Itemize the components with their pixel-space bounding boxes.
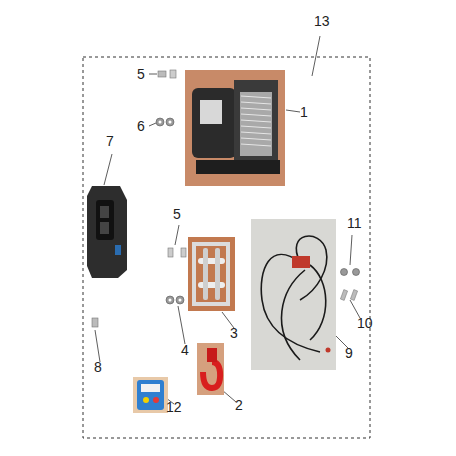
harness-photo xyxy=(251,219,336,370)
fairlead-photo xyxy=(188,237,235,311)
winch-photo xyxy=(185,70,285,186)
harness-hardware xyxy=(340,269,359,301)
kit-border xyxy=(83,57,370,438)
callout-number: 13 xyxy=(314,14,330,28)
callout-number: 5 xyxy=(137,67,145,81)
callout-number: 6 xyxy=(137,119,145,133)
callout-number: 9 xyxy=(345,346,353,360)
callout-number: 4 xyxy=(181,343,189,357)
callout-number: 7 xyxy=(106,134,114,148)
callout-number: 1 xyxy=(300,105,308,119)
control-handle xyxy=(87,186,127,278)
callout-number: 10 xyxy=(357,316,373,330)
callout-number: 12 xyxy=(166,400,182,414)
callout-number: 2 xyxy=(235,398,243,412)
callout-number: 11 xyxy=(347,216,362,230)
remote-photo xyxy=(133,377,168,413)
bolts-mid xyxy=(166,248,186,304)
callout-number: 5 xyxy=(173,207,181,221)
bolts-top xyxy=(156,70,176,126)
screw xyxy=(92,318,98,327)
callout-number: 3 xyxy=(230,326,238,340)
callout-number: 8 xyxy=(94,360,102,374)
hook-photo xyxy=(197,343,224,395)
leader-lines xyxy=(95,36,360,404)
